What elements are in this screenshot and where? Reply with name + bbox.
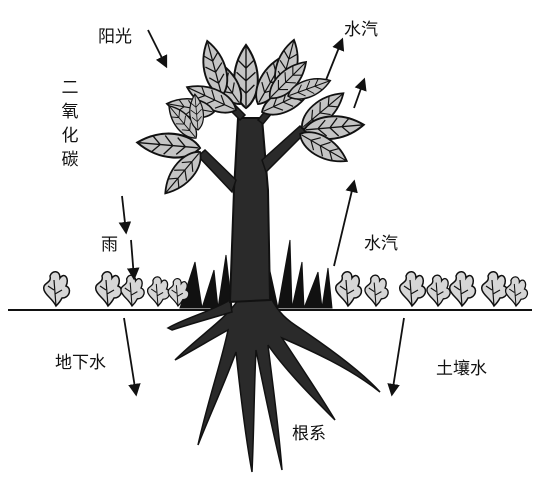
label-sunlight: 阳光	[98, 29, 132, 46]
label-soil-water: 土壤水	[436, 361, 487, 378]
branch-right	[262, 126, 306, 172]
label-roots: 根系	[292, 426, 326, 443]
arrow-groundwater	[124, 318, 136, 394]
label-vapor-ground: 水汽	[364, 236, 398, 253]
arrow-rain	[131, 240, 134, 278]
label-rain: 雨	[101, 237, 118, 254]
label-vapor-top: 水汽	[344, 22, 378, 39]
branch-left	[198, 150, 236, 192]
arrow-vapor-top-2	[354, 80, 364, 108]
arrow-sunlight	[148, 30, 166, 66]
arrow-vapor-top	[326, 40, 342, 80]
roots	[168, 300, 380, 472]
arrow-vapor-ground	[334, 182, 354, 266]
label-groundwater: 地下水	[55, 355, 106, 372]
arrow-co2	[122, 196, 126, 232]
arrow-soil-water	[392, 318, 404, 394]
trunk	[230, 118, 270, 302]
label-co2: 二氧化碳	[60, 76, 80, 172]
